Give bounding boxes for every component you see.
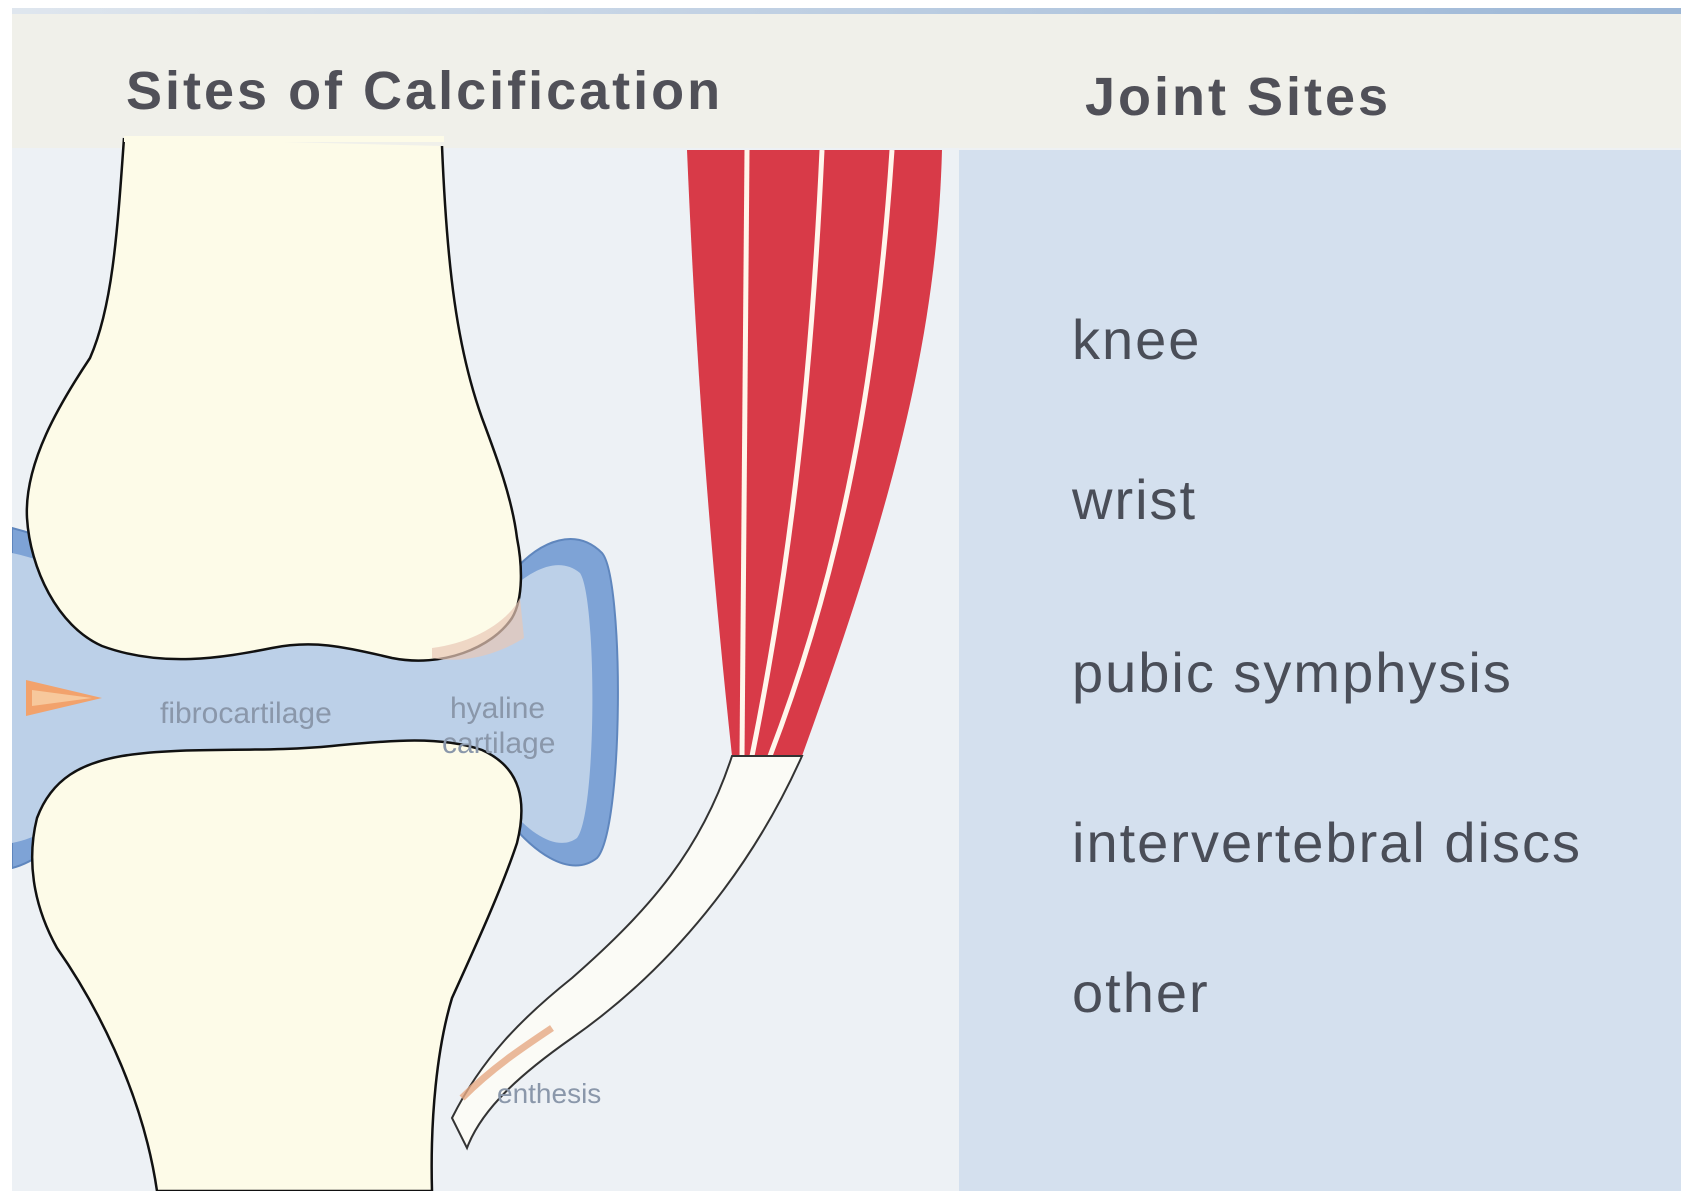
lower-bone bbox=[32, 741, 521, 1191]
joint-diagram: fibrocartilage hyaline cartilage enthesi… bbox=[12, 8, 1681, 1191]
label-hyaline-line1: hyaline bbox=[450, 692, 545, 725]
muscle bbox=[687, 150, 942, 756]
figure-frame: knee wrist pubic symphysis intervertebra… bbox=[12, 8, 1681, 1191]
label-hyaline-line2: cartilage bbox=[442, 727, 555, 760]
upper-bone bbox=[27, 138, 521, 661]
label-enthesis: enthesis bbox=[497, 1078, 601, 1109]
label-fibrocartilage: fibrocartilage bbox=[160, 697, 332, 730]
